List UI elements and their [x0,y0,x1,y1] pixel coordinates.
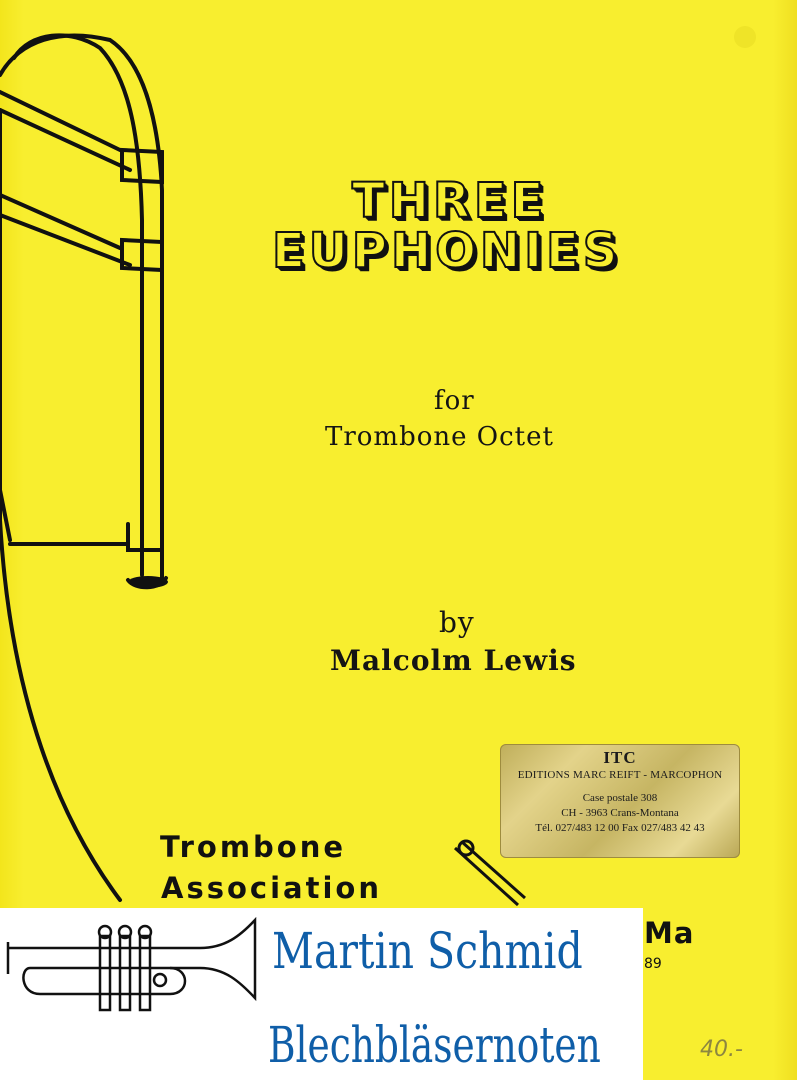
publisher-line-2: Association [161,871,382,905]
slide-inner-curve [12,33,144,577]
watermark-banner [0,908,643,1080]
watermark-tagline: Blechbläsernoten [268,1016,601,1074]
composer-name: Malcolm Lewis [330,644,577,677]
sticker-phone-fax: Tél. 027/483 12 00 Fax 027/483 42 43 [535,822,705,834]
distributor-sticker: ITC EDITIONS MARC REIFT - MARCOPHON Case… [500,744,740,858]
title-block: Three Euphonies [262,173,652,279]
instrumentation: Trombone Octet [325,422,554,452]
watermark-name: Martin Schmid [272,922,583,980]
publisher-partial-text: Ma [644,916,695,950]
by-label: by [439,606,475,639]
punch-hole [734,26,756,48]
title-line-1: Three [351,173,548,229]
sticker-title: ITC [603,748,637,767]
subtitle-for: for [434,386,475,416]
sticker-address-2: CH - 3963 Crans-Montana [561,807,679,819]
slide-bottom-arc [0,518,122,902]
pencil-price-mark: 40.- [700,1037,743,1062]
sticker-address-1: Case postale 308 [582,792,658,804]
title-line-2: Euphonies [271,223,622,279]
trumpet-icon [6,916,257,1012]
slide-outer-curve [0,33,164,582]
sticker-publisher: EDITIONS MARC REIFT - MARCOPHON [517,769,723,781]
catalog-number-partial: 89 [644,956,662,972]
publisher-line-1: Trombone [160,830,347,864]
